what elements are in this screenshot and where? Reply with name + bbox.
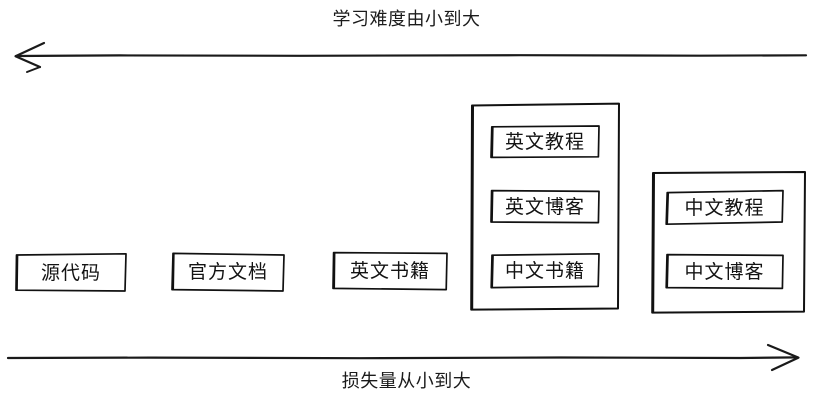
node-source-code[interactable]: 源代码 bbox=[14, 252, 128, 293]
bottom-axis-label: 损失量从小到大 bbox=[341, 371, 472, 392]
node-chinese-books[interactable]: 中文书籍 bbox=[489, 252, 601, 290]
node-label: 官方文档 bbox=[187, 261, 268, 283]
arrow-right-icon bbox=[6, 343, 800, 372]
node-english-blog[interactable]: 英文博客 bbox=[489, 188, 601, 225]
node-chinese-blog[interactable]: 中文博客 bbox=[664, 252, 785, 291]
node-english-tutorial[interactable]: 英文教程 bbox=[489, 124, 601, 159]
top-axis-label: 学习难度由小到大 bbox=[332, 9, 481, 30]
node-label: 英文书籍 bbox=[349, 260, 430, 282]
node-chinese-tutorial[interactable]: 中文教程 bbox=[664, 189, 785, 226]
node-label: 中文书籍 bbox=[504, 260, 585, 282]
node-label: 英文教程 bbox=[504, 130, 585, 153]
node-label: 英文博客 bbox=[504, 195, 585, 218]
node-label: 中文教程 bbox=[684, 196, 765, 219]
arrow-left-icon bbox=[14, 41, 808, 73]
node-label: 中文博客 bbox=[684, 260, 765, 283]
node-official-docs[interactable]: 官方文档 bbox=[170, 251, 286, 293]
node-label: 源代码 bbox=[40, 261, 101, 284]
node-english-books[interactable]: 英文书籍 bbox=[331, 250, 449, 292]
